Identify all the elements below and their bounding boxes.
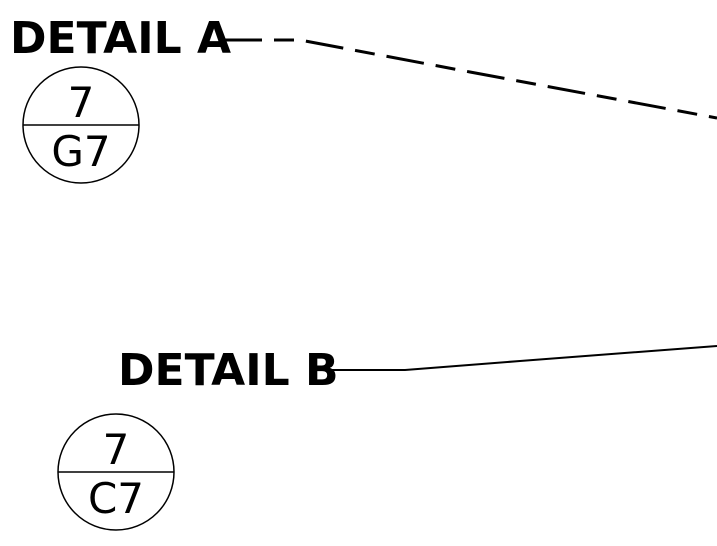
detail-a-title: DETAIL A xyxy=(10,13,231,64)
detail-a-sheet-number: G7 xyxy=(51,127,110,176)
detail-a-callout-bubble: 7 G7 xyxy=(22,66,140,184)
detail-b-group: DETAIL B 7 C7 xyxy=(57,345,717,531)
detail-b-detail-number: 7 xyxy=(103,425,130,474)
detail-a-leader-line xyxy=(224,38,717,120)
detail-a-group: DETAIL A 7 G7 xyxy=(10,13,717,184)
detail-b-callout-bubble: 7 C7 xyxy=(57,413,175,531)
detail-a-detail-number: 7 xyxy=(68,78,95,127)
detail-b-sheet-number: C7 xyxy=(88,474,144,523)
detail-b-leader-line xyxy=(328,345,717,371)
detail-b-title: DETAIL B xyxy=(118,345,339,396)
